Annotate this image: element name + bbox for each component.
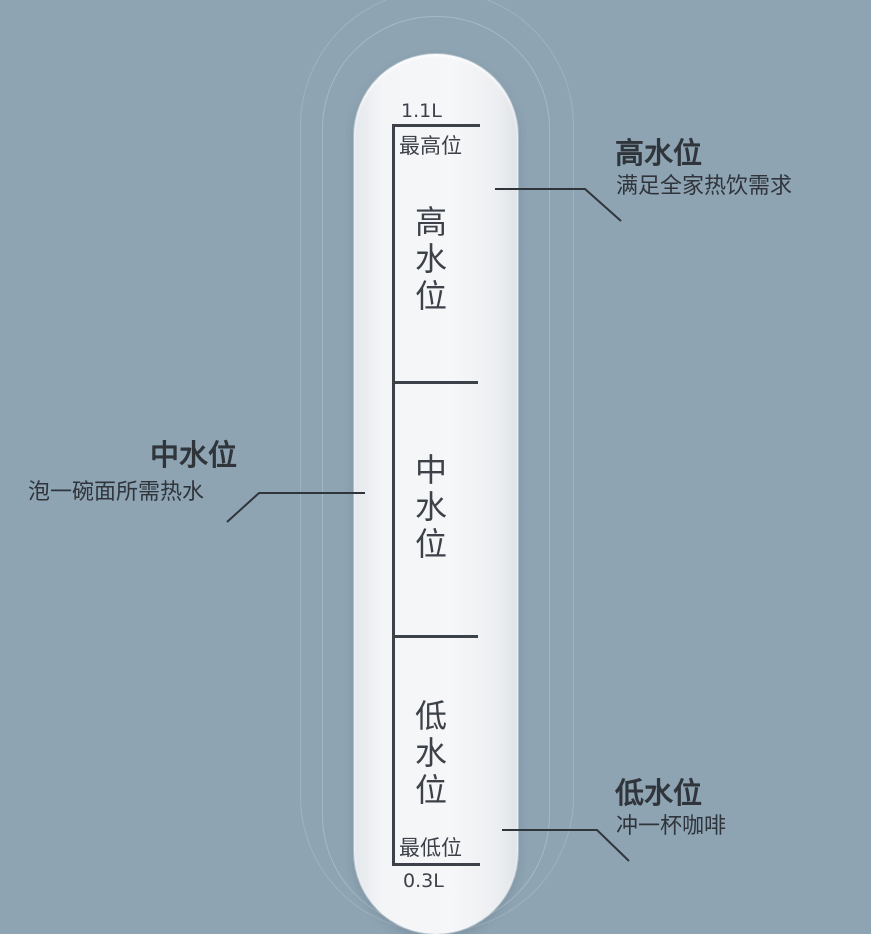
- high-level-description: 满足全家热饮需求: [616, 174, 793, 199]
- max-level-caption: 最高位: [399, 134, 462, 158]
- min-level-caption: 最低位: [399, 836, 462, 860]
- gauge-vertical-line: [392, 124, 395, 866]
- gauge-tick-high-mid: [392, 381, 478, 384]
- low-level-char: 低: [414, 697, 447, 735]
- mid-level-char: 中: [414, 451, 447, 489]
- mid-level-char: 位: [414, 525, 447, 563]
- mid-level-char: 水: [414, 488, 447, 526]
- mid-level-title: 中水位: [150, 438, 238, 472]
- mid-level-description: 泡一碗面所需热水: [28, 480, 205, 505]
- water-level-window: [354, 54, 518, 934]
- gauge-tick-max: [392, 124, 480, 127]
- low-level-char: 位: [414, 771, 447, 809]
- high-leader-line: [495, 188, 622, 222]
- low-level-description: 冲一杯咖啡: [616, 814, 727, 839]
- mid-level-vertical-label: 中 水 位: [411, 452, 451, 563]
- max-volume-label: 1.1L: [401, 100, 442, 122]
- low-level-vertical-label: 低 水 位: [411, 698, 451, 809]
- mid-leader-line: [226, 492, 365, 523]
- leader-lines: [226, 188, 630, 862]
- gauge-tick-min: [392, 863, 480, 866]
- low-level-char: 水: [414, 734, 447, 772]
- high-level-char: 水: [414, 240, 447, 278]
- high-level-char: 位: [414, 277, 447, 315]
- gauge-tick-mid-low: [392, 635, 478, 638]
- min-volume-label: 0.3L: [403, 870, 444, 892]
- low-leader-line: [502, 829, 630, 862]
- high-level-title: 高水位: [615, 136, 703, 170]
- high-level-vertical-label: 高 水 位: [411, 204, 451, 315]
- low-level-title: 低水位: [615, 776, 703, 810]
- high-level-char: 高: [414, 203, 447, 241]
